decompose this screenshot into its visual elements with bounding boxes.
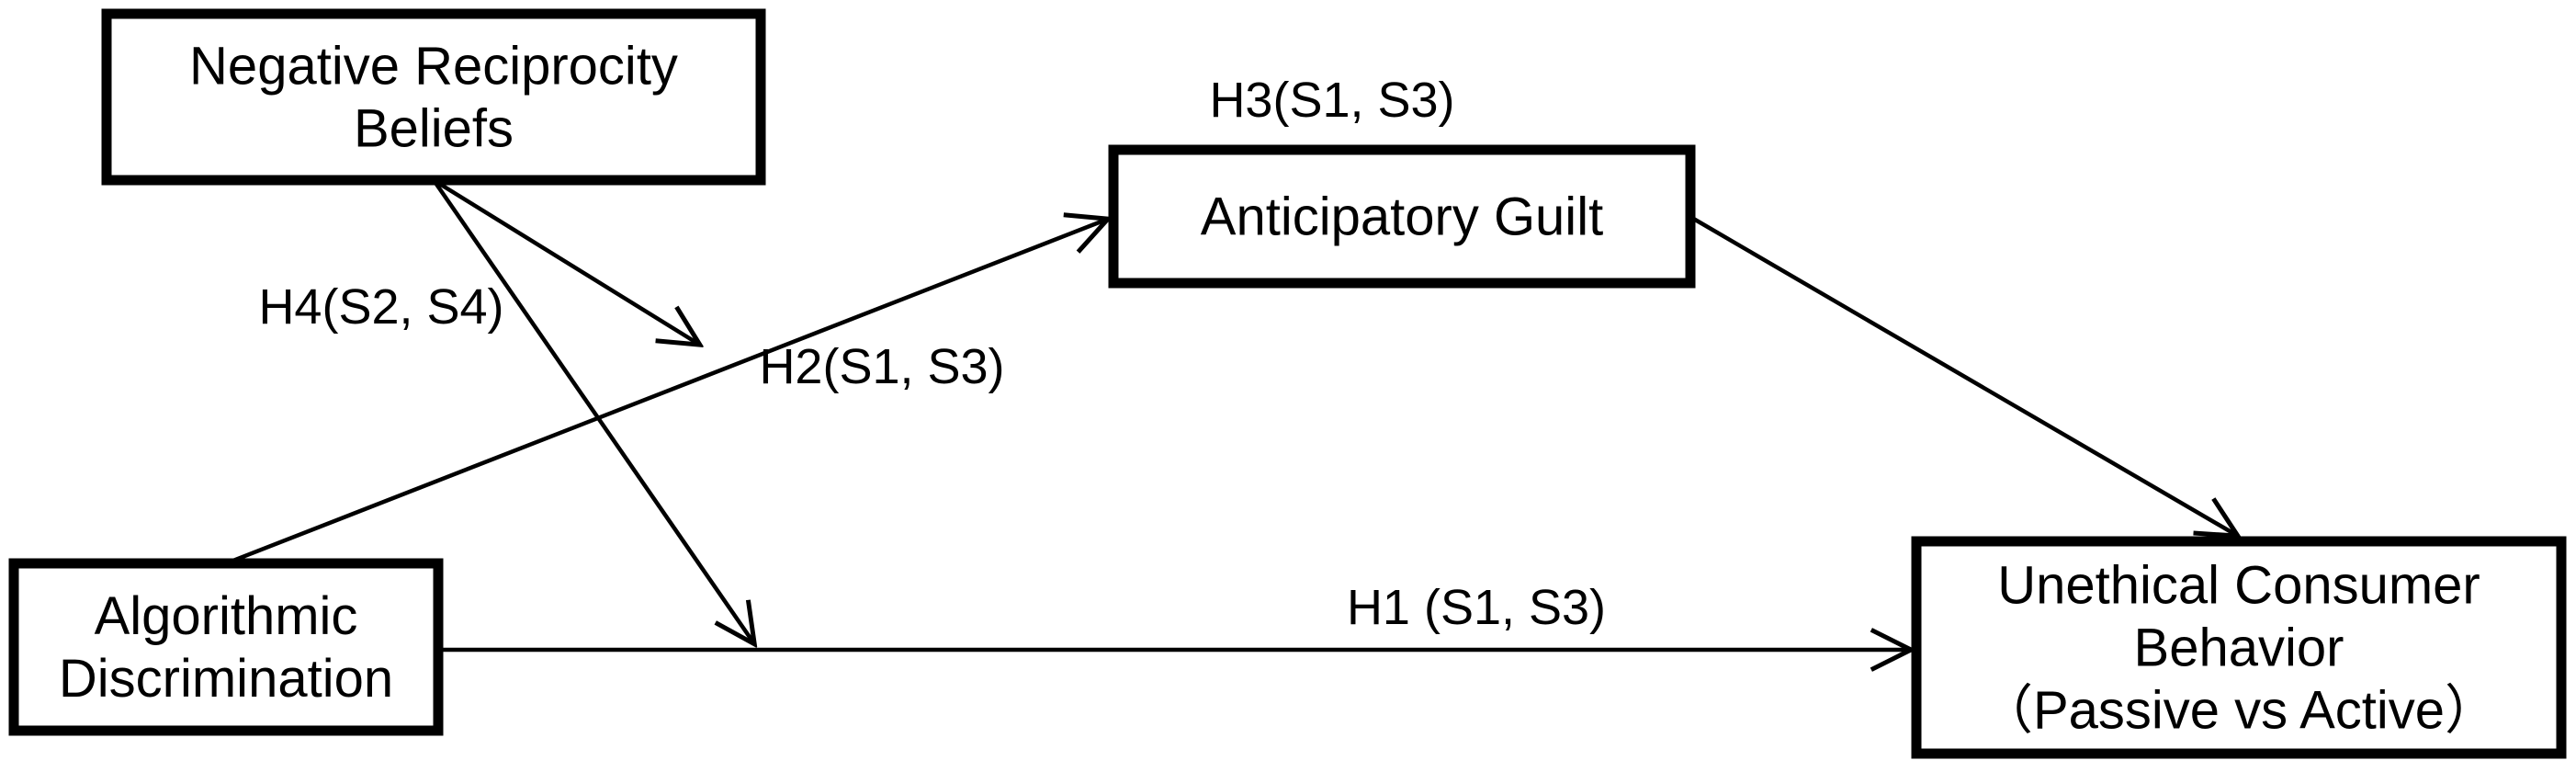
- arrow-h3-path: [1689, 215, 2236, 535]
- node-algorithmic-discrimination-label-line-1: Algorithmic: [95, 586, 358, 646]
- node-negative-reciprocity-beliefs-box: [101, 8, 766, 186]
- arrow-h4-moderation-of-h2: [432, 178, 698, 344]
- node-unethical-consumer-behavior-label-line-2: Behavior: [2134, 619, 2344, 678]
- node-anticipatory-guilt-box: [1108, 144, 1696, 289]
- arrow-h4-moderation-of-h1: [432, 178, 753, 642]
- h3-label: H3(S1, S3): [1209, 73, 1454, 128]
- node-negative-reciprocity-beliefs-label-line-2: Beliefs: [354, 99, 514, 159]
- h4-label: H4(S2, S4): [258, 279, 503, 335]
- node-unethical-consumer-behavior-label-line-1: Unethical Consumer: [1997, 556, 2480, 616]
- arrow-h2-path: [225, 220, 1106, 566]
- node-unethical-consumer-behavior-box: [1911, 536, 2567, 759]
- h2-label: H2(S1, S3): [759, 339, 1004, 394]
- h1-label: H1 (S1, S3): [1347, 580, 1606, 635]
- node-algorithmic-discrimination-box: [8, 558, 444, 736]
- node-anticipatory-guilt-label-line-1: Anticipatory Guilt: [1201, 187, 1603, 247]
- node-negative-reciprocity-beliefs-label-line-1: Negative Reciprocity: [189, 37, 678, 96]
- node-algorithmic-discrimination-label-line-2: Discrimination: [59, 649, 393, 709]
- node-unethical-consumer-behavior-label-line-3: （Passive vs Active）: [1980, 681, 2498, 741]
- node-anticipatory-guilt: Anticipatory Guilt: [1108, 144, 1696, 289]
